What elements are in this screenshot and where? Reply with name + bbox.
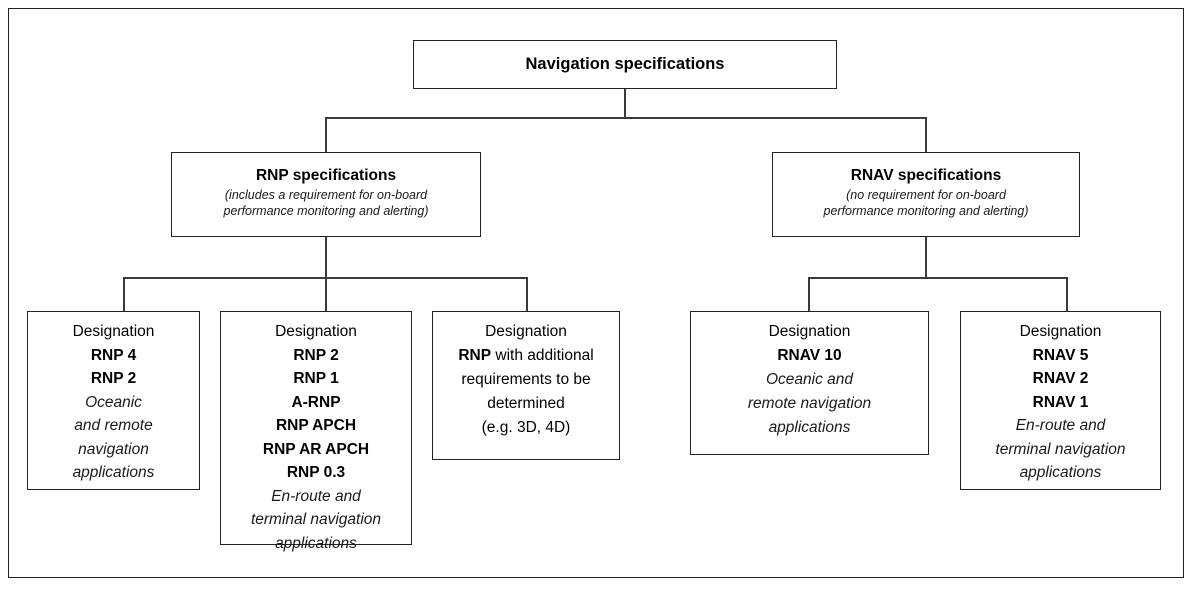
leaf-5-line-1: Designation <box>1019 323 1102 340</box>
connector-rnp-leaf-2 <box>325 277 327 312</box>
leaf-2-line-8: En-route and <box>271 487 361 505</box>
connector-bus-to-rnav <box>925 117 927 153</box>
node-rnav-enroute-terminal: Designation RNAV 5 RNAV 2 RNAV 1 En-rout… <box>960 311 1161 490</box>
leaf-3-line-3: requirements to be <box>461 371 591 388</box>
leaf-5-line-7: applications <box>1019 464 1102 481</box>
leaf-3-line-4: determined <box>487 395 565 412</box>
leaf-2-line-5: RNP APCH <box>275 417 357 434</box>
leaf-5-line-4: RNAV 1 <box>1032 393 1089 411</box>
leaf-4-line-3: Oceanic and <box>765 371 854 388</box>
node-rnav-subtitle-line-1: (no requirement for on-board <box>846 188 1006 202</box>
leaf-2-line-7: RNP 0.3 <box>286 464 346 481</box>
node-rnp-specifications: RNP specifications (includes a requireme… <box>171 152 481 237</box>
leaf-3-rnp-label: RNP <box>458 347 492 364</box>
leaf-3-line-5: (e.g. 3D, 4D) <box>481 419 571 436</box>
node-rnav-subtitle-line-2: performance monitoring and alerting) <box>823 203 1029 218</box>
connector-main-bus <box>325 117 926 119</box>
leaf-1-line-6: navigation <box>78 440 149 458</box>
leaf-5-line-2: RNAV 5 <box>1032 346 1089 364</box>
node-rnp-additional-requirements: Designation RNP with additional requirem… <box>432 311 620 460</box>
leaf-4-line-1: Designation <box>768 323 851 340</box>
node-rnp-subtitle-line-2: performance monitoring and alerting) <box>223 203 429 218</box>
node-rnp-enroute-terminal: Designation RNP 2 RNP 1 A-RNP RNP APCH R… <box>220 311 412 552</box>
leaf-2-line-6: RNP AR APCH <box>262 440 370 458</box>
node-rnp-title: RNP specifications <box>255 167 397 184</box>
leaf-2-line-1: Designation <box>275 323 357 340</box>
leaf-1-line-4: Oceanic <box>85 393 142 411</box>
node-rnav-oceanic: Designation RNAV 10 Oceanic and remote n… <box>690 311 929 455</box>
leaf-1-line-1: Designation <box>72 323 155 340</box>
leaf-1-line-5: and remote <box>74 417 153 434</box>
connector-rnav-leaf-2 <box>1066 277 1068 312</box>
leaf-1-line-7: applications <box>72 464 155 481</box>
node-root-title: Navigation specifications <box>525 55 725 73</box>
node-rnav-specifications: RNAV specifications (no requirement for … <box>772 152 1080 237</box>
leaf-5-line-6: terminal navigation <box>995 440 1126 458</box>
leaf-2-line-2: RNP 2 <box>293 346 339 364</box>
connector-rnp-leaf-1 <box>123 277 125 312</box>
leaf-2-line-3: RNP 1 <box>293 370 339 387</box>
node-rnp-subtitle-line-1: (includes a requirement for on-board <box>224 188 428 202</box>
leaf-5-line-3: RNAV 2 <box>1032 370 1089 387</box>
node-rnav-title: RNAV specifications <box>850 167 1002 184</box>
node-navigation-specifications: Navigation specifications <box>413 40 837 89</box>
leaf-2-line-4: A-RNP <box>291 393 341 411</box>
leaf-2-line-9: terminal navigation <box>250 511 382 528</box>
connector-rnp-down <box>325 237 327 277</box>
diagram-outer-frame <box>8 8 1184 578</box>
leaf-4-line-5: applications <box>768 419 851 436</box>
leaf-4-line-2: RNAV 10 <box>777 347 842 364</box>
leaf-3-rnp-suffix: with additional <box>495 347 594 364</box>
connector-root-down <box>624 89 626 118</box>
leaf-1-line-2: RNP 4 <box>90 346 137 364</box>
node-rnp-oceanic: Designation RNP 4 RNP 2 Oceanic and remo… <box>27 311 200 490</box>
leaf-3-line-1: Designation <box>485 323 567 340</box>
leaf-4-line-4: remote navigation <box>747 395 872 412</box>
connector-rnav-down <box>925 237 927 277</box>
leaf-2-line-10: applications <box>275 534 357 552</box>
connector-rnav-bus <box>808 277 1067 279</box>
connector-bus-to-rnp <box>325 117 327 153</box>
connector-rnp-leaf-3 <box>526 277 528 312</box>
leaf-1-line-3: RNP 2 <box>90 370 137 387</box>
connector-rnav-leaf-1 <box>808 277 810 312</box>
leaf-3-line-2: RNP with additional <box>458 344 593 368</box>
leaf-5-line-5: En-route and <box>1015 417 1106 434</box>
